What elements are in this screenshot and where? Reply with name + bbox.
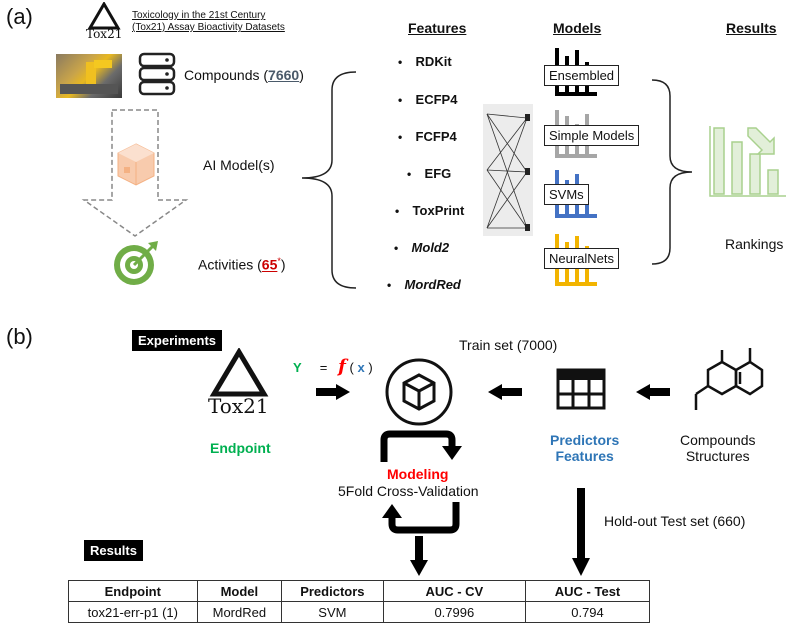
grid-table-icon xyxy=(556,368,606,415)
cycle-arrow-top xyxy=(380,430,462,469)
formula-x: x xyxy=(357,360,365,375)
feature-item: • RDKit xyxy=(398,54,452,69)
results-badge: Results xyxy=(84,540,143,561)
compounds-prefix: Compounds ( xyxy=(184,67,269,83)
tox21-logo-text: Tox21 xyxy=(86,27,123,41)
activities-prefix: Activities ( xyxy=(198,256,262,273)
target-icon xyxy=(112,239,160,292)
activities-count: 65 xyxy=(261,256,278,273)
cell-endpoint: tox21-err-p1 (1) xyxy=(68,601,198,623)
compounds-line2: Structures xyxy=(685,448,750,464)
tox21-title-line1: Toxicology in the 21st Century xyxy=(132,10,266,21)
network-graphic xyxy=(483,104,533,241)
model-svms: SVMs xyxy=(544,184,589,205)
feature-label: FCFP4 xyxy=(415,129,457,144)
arrow-from-structures xyxy=(636,384,670,405)
header-endpoint: Endpoint xyxy=(68,580,198,602)
right-brace xyxy=(648,78,698,273)
train-set-label: Train set (7000) xyxy=(459,337,558,353)
tox21-logo-large-text: Tox21 xyxy=(208,394,269,418)
feature-item: • ECFP4 xyxy=(398,92,458,107)
models-header: Models xyxy=(553,20,602,36)
predictors-label: Predictors Features xyxy=(550,432,619,464)
tox21-logo: Tox21 xyxy=(84,1,124,44)
cell-model: MordRed xyxy=(196,601,283,623)
results-table: Endpoint Model Predictors AUC - CV AUC -… xyxy=(68,580,650,623)
database-icon xyxy=(138,52,176,101)
header-auc-test: AUC - Test xyxy=(525,580,650,602)
panel-b-label: (b) xyxy=(6,324,33,349)
feature-item: • ToxPrint xyxy=(395,203,465,218)
model-neuralnets: NeuralNets xyxy=(544,248,620,269)
model-simple: Simple Models xyxy=(544,125,640,146)
compounds-structures-label: Compounds Structures xyxy=(680,432,756,464)
arrow-to-model xyxy=(316,384,350,405)
tox21-logo-large: Tox21 xyxy=(204,347,274,418)
predictors-line2: Features xyxy=(555,448,614,464)
formula-close: ) xyxy=(368,360,373,375)
panel-a-label: (a) xyxy=(6,4,33,29)
feature-label: RDKit xyxy=(415,54,452,69)
table-row: tox21-err-p1 (1) MordRed SVM 0.7996 0.79… xyxy=(68,601,650,623)
feature-label: ECFP4 xyxy=(415,92,458,107)
feature-item: • EFG xyxy=(407,166,452,181)
left-brace xyxy=(292,70,362,295)
lab-robot-photo xyxy=(56,54,122,98)
holdout-label: Hold-out Test set (660) xyxy=(604,513,746,529)
formula-f: f xyxy=(338,356,346,377)
compounds-suffix: ) xyxy=(299,67,304,83)
cycle-arrow-bottom xyxy=(380,500,462,539)
model-ensembled: Ensembled xyxy=(544,65,620,86)
feature-label: ToxPrint xyxy=(412,203,465,218)
results-header: Results xyxy=(726,20,777,36)
formula-y: Y xyxy=(293,360,302,375)
cell-auc-cv: 0.7996 xyxy=(382,601,527,623)
ai-model-label: AI Model(s) xyxy=(203,157,275,173)
feature-label: EFG xyxy=(424,166,452,181)
cross-validation-label: 5Fold Cross-Validation xyxy=(338,483,479,499)
arrow-down-test xyxy=(572,488,590,581)
cube-icon xyxy=(384,357,454,432)
rankings-label: Rankings xyxy=(725,236,784,252)
arrow-down-cv xyxy=(410,536,428,581)
results-chart-icon xyxy=(708,124,788,205)
molecule-icon xyxy=(688,340,766,425)
experiments-badge: Experiments xyxy=(132,330,223,351)
predictors-line1: Predictors xyxy=(550,432,620,448)
header-auc-cv: AUC - CV xyxy=(382,580,527,602)
modeling-label: Modeling xyxy=(387,466,449,482)
compounds-count: 7660 xyxy=(268,67,300,83)
dashed-flow-arrow xyxy=(80,108,190,245)
cell-auc-test: 0.794 xyxy=(525,601,650,623)
activities-label: Activities (65*) xyxy=(198,256,286,273)
tox21-title-line2: (Tox21) Assay Bioactivity Datasets xyxy=(132,22,285,33)
tox21-title: Toxicology in the 21st Century (Tox21) A… xyxy=(132,10,285,34)
feature-item: • FCFP4 xyxy=(398,129,457,144)
compounds-line1: Compounds xyxy=(680,432,756,448)
formula: Y = f ( x ) xyxy=(293,356,373,377)
formula-eq: = xyxy=(319,360,328,375)
features-header: Features xyxy=(408,20,467,36)
feature-item: • MordRed xyxy=(387,277,461,292)
feature-label: MordRed xyxy=(404,277,461,292)
formula-open: ( xyxy=(349,360,354,375)
table-header-row: Endpoint Model Predictors AUC - CV AUC -… xyxy=(68,580,650,602)
box-icon xyxy=(114,140,158,193)
endpoint-label: Endpoint xyxy=(210,440,271,456)
activities-star: * xyxy=(277,256,281,266)
header-model: Model xyxy=(196,580,283,602)
activities-suffix: ) xyxy=(280,256,286,273)
feature-item: • Mold2 xyxy=(394,240,450,255)
header-predictors: Predictors xyxy=(281,580,384,602)
cell-predictors: SVM xyxy=(281,601,384,623)
compounds-label: Compounds (7660) xyxy=(184,67,304,83)
feature-label: Mold2 xyxy=(411,240,450,255)
arrow-from-predictors xyxy=(488,384,522,405)
